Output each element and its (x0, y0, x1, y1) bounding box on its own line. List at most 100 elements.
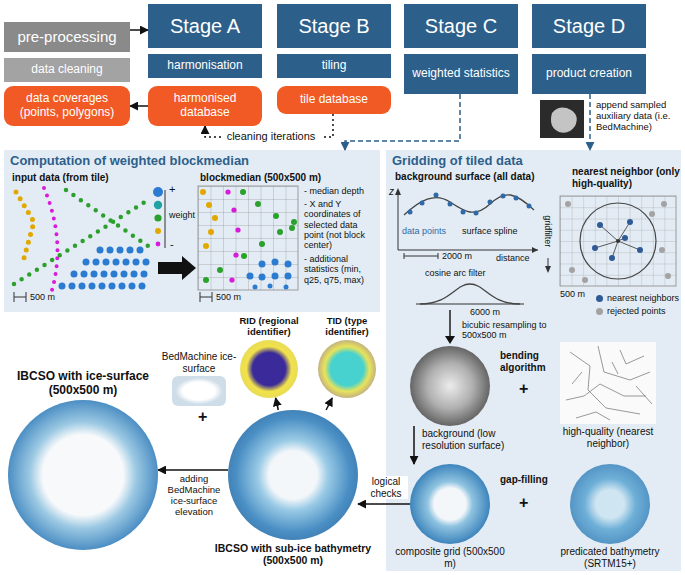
annotation: 6000 m (470, 307, 510, 317)
input-scatter (66, 190, 148, 246)
weight-scale (153, 187, 165, 248)
database-box: data coverages (points, polygons) (4, 86, 130, 126)
blockmedian-grid (253, 285, 258, 290)
connector (130, 105, 148, 107)
blockmedian-grid (229, 277, 234, 282)
blockmedian-grid (225, 189, 240, 282)
legend: nearest neighborsrejected points (596, 292, 682, 318)
panel-ground (386, 150, 681, 571)
panel-title: Computation of weighted blockmedian (10, 154, 374, 169)
map-label: composite grid (500x500 m) (395, 546, 505, 569)
filter-plot (449, 310, 450, 338)
blockmedian-grid (225, 189, 230, 194)
annotation: blockmedian (500x500 m) (200, 172, 340, 184)
blockmedian-grid (217, 267, 223, 273)
annotation: 500 m (30, 292, 70, 302)
high-quality-image (572, 362, 652, 404)
map-label: high-quality (nearest neighbor) (552, 426, 664, 449)
high-quality-image (566, 346, 652, 420)
nearest-neighbor-grid (580, 203, 656, 279)
blockmedian-grid (259, 274, 266, 281)
legend-item: rejected points (596, 305, 682, 318)
map-circle: TID (type identifier) (318, 340, 376, 398)
annotation: data points (402, 226, 454, 236)
spline-plot (404, 195, 534, 215)
input-scatter (86, 259, 148, 266)
blockmedian-grid (208, 229, 214, 235)
map-image: BedMachine ice-surface (172, 376, 226, 406)
database-box: tile database (277, 86, 391, 114)
filter-plot (445, 336, 455, 344)
legend-item: nearest neighbors (596, 292, 682, 305)
spline-plot (461, 210, 466, 215)
blockmedian-grid (203, 189, 297, 283)
scale-bar (14, 292, 212, 302)
high-quality-image (560, 342, 656, 424)
blockmedian-grid (268, 284, 273, 289)
nearest-neighbor-grid (637, 247, 643, 253)
edge-label: adding BedMachine ice-surface elevation (162, 474, 226, 518)
map-circle: RID (regional identifier) (240, 340, 298, 398)
weight-scale (156, 242, 161, 247)
nearest-neighbor-grid (592, 219, 643, 261)
blockmedian-grid (289, 225, 295, 231)
scale-bar (14, 292, 26, 302)
annotation: input data (from tile) (12, 172, 152, 184)
stage-box: Stage D (532, 4, 646, 48)
blockmedian-grid (240, 189, 246, 195)
annotation: gap-filling (500, 474, 560, 486)
spline-plot (408, 193, 532, 216)
blockmedian-grid (285, 273, 292, 280)
blockmedian-grid (247, 273, 254, 280)
high-quality-image (576, 350, 644, 420)
blockmedian-grid (200, 189, 218, 249)
annotation: - (170, 238, 182, 251)
nearest-neighbor-grid (609, 255, 615, 261)
auxiliary-image (540, 100, 584, 138)
annotation: + (198, 408, 212, 426)
step-box: tiling (277, 54, 391, 78)
legend-swatch (596, 308, 603, 315)
nearest-neighbor-grid (582, 277, 588, 283)
high-quality-image (566, 384, 646, 400)
box-label: data cleaning (31, 63, 102, 77)
stage-label: Stage C (425, 15, 497, 38)
edge-label: logical checks (364, 476, 408, 499)
spline-plot (434, 193, 439, 198)
annotation: z (389, 186, 398, 198)
annotation: - additional statistics (min, q25, q75, … (304, 254, 378, 285)
weight-scale (154, 214, 161, 221)
spline-plot (474, 211, 479, 216)
nearest-neighbor-grid (649, 211, 655, 217)
blockmedian-grid (198, 186, 298, 290)
process-arrow (158, 256, 196, 280)
blockmedian-grid (259, 241, 265, 247)
spline-plot (408, 210, 413, 215)
map-label: IBCSO with ice-surface (500x500 m) (10, 370, 156, 398)
annotation: 500 m (216, 292, 256, 302)
nearest-neighbor-grid (597, 222, 603, 228)
stage-box: Stage C (404, 4, 518, 48)
process-box: pre-processing (4, 22, 130, 52)
database-label: harmonised database (152, 92, 258, 120)
annotation: cosine arc filter (425, 268, 515, 278)
step-label: weighted statistics (412, 67, 509, 81)
blockmedian-grid (255, 201, 261, 207)
annotation: weight (169, 210, 199, 220)
nearest-neighbor-grid (560, 196, 676, 286)
auxiliary-image (551, 108, 577, 133)
blockmedian-grid (273, 213, 279, 219)
nearest-neighbor-grid (569, 267, 575, 273)
annotation: surface spline (462, 226, 532, 236)
nearest-neighbor-grid (659, 247, 665, 253)
annotation: nearest neighbor (only high-quality) (572, 166, 680, 189)
nearest-neighbor-grid (627, 219, 633, 225)
legend-swatch (596, 295, 603, 302)
blockmedian-grid (231, 207, 236, 212)
connector (326, 398, 332, 410)
nearest-neighbor-grid (592, 245, 598, 251)
panel-ground (4, 150, 380, 312)
high-quality-image (598, 346, 650, 380)
input-scatter (14, 188, 148, 290)
blockmedian-grid (277, 229, 283, 235)
